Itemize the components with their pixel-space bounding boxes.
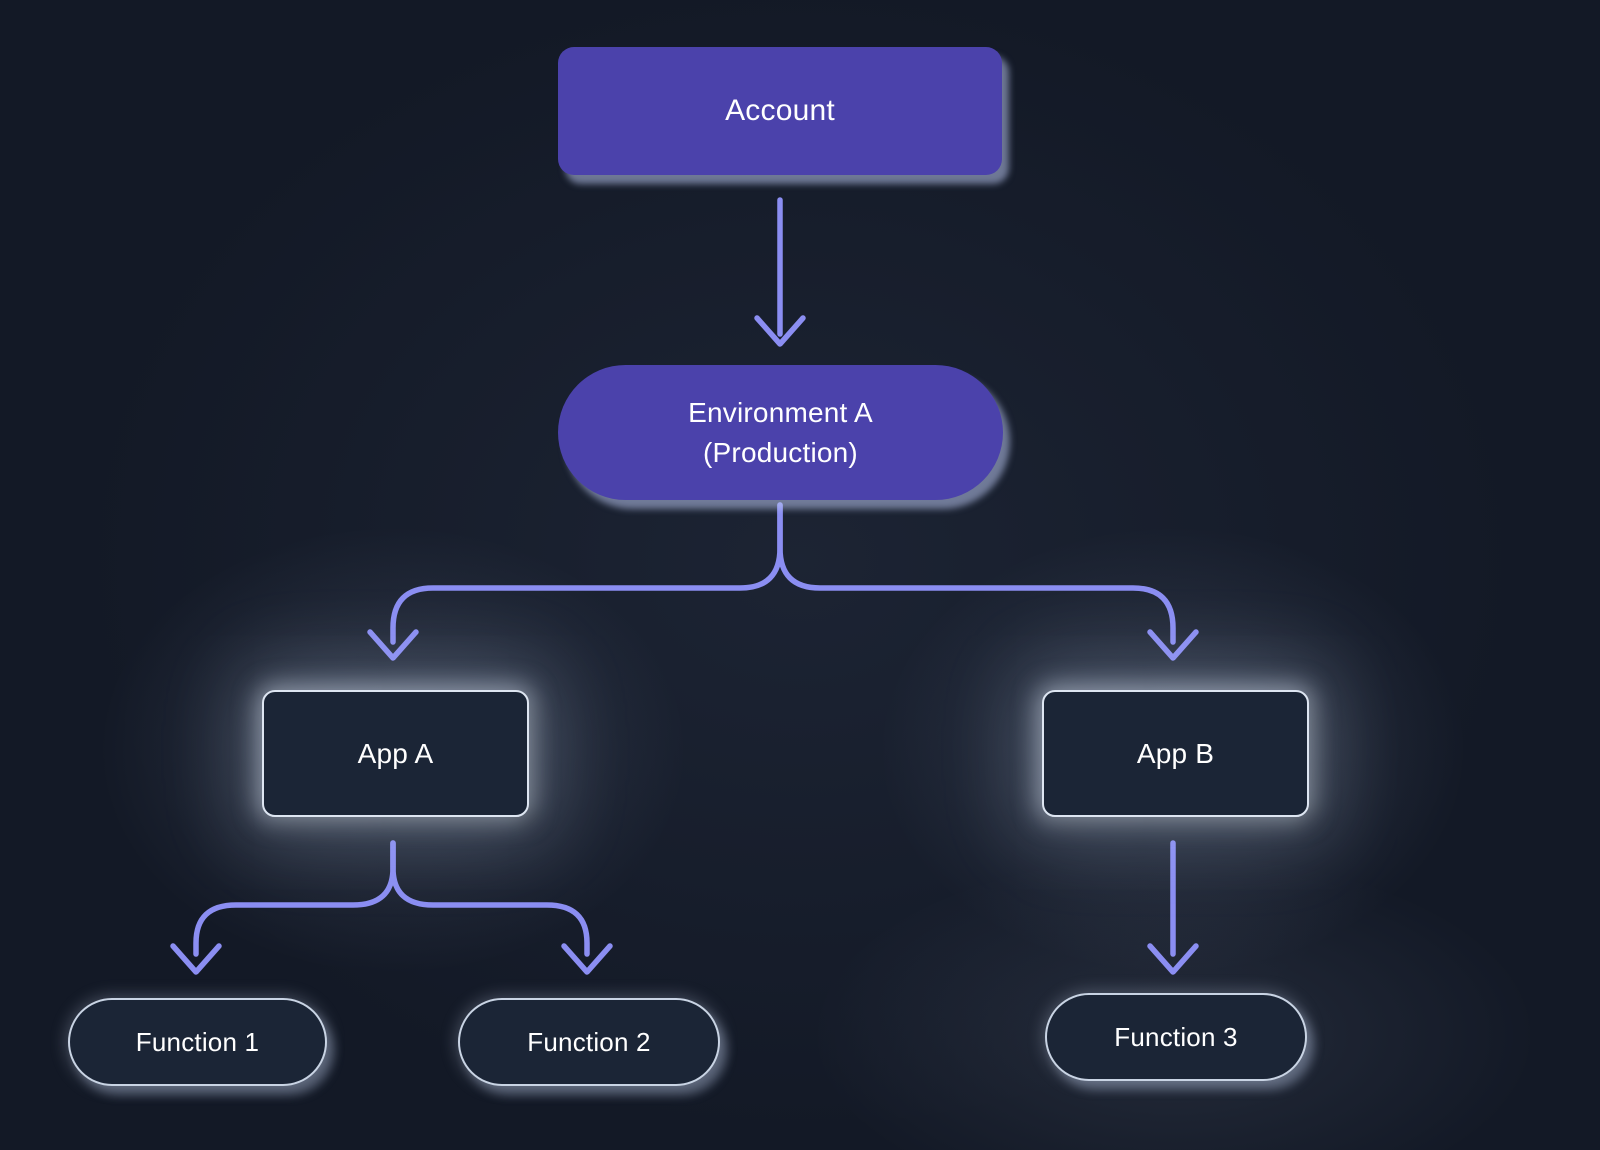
node-account-label: Account (725, 94, 835, 127)
node-function-3: Function 3 (1045, 993, 1307, 1081)
arrowhead-app-a (367, 629, 419, 661)
node-app-a-label: App A (357, 737, 434, 769)
node-app-b-label: App B (1136, 737, 1215, 769)
arrowhead-function-2 (561, 943, 613, 975)
arrowhead-function-1 (170, 943, 222, 975)
node-environment: Environment A (Production) (558, 365, 1003, 500)
edge-app-a-function-1 (193, 840, 396, 957)
node-app-a: App A (262, 690, 529, 817)
connector-group (170, 197, 1199, 975)
node-function-2-label: Function 2 (527, 1026, 651, 1057)
arrowhead-function-3 (1147, 943, 1199, 975)
node-function-2: Function 2 (458, 998, 720, 1086)
node-function-1: Function 1 (68, 998, 327, 1086)
edge-environment-app-b (777, 502, 1176, 645)
edge-app-a-function-2 (390, 840, 590, 957)
edge-environment-app-a (390, 502, 783, 645)
node-function-3-label: Function 3 (1114, 1021, 1238, 1052)
node-environment-label: Environment A (Production) (688, 397, 873, 468)
node-app-b: App B (1042, 690, 1309, 817)
arrowhead-environment (754, 315, 806, 347)
node-account: Account (558, 47, 1002, 175)
arrowhead-app-b (1147, 629, 1199, 661)
node-function-1-label: Function 1 (135, 1026, 260, 1057)
